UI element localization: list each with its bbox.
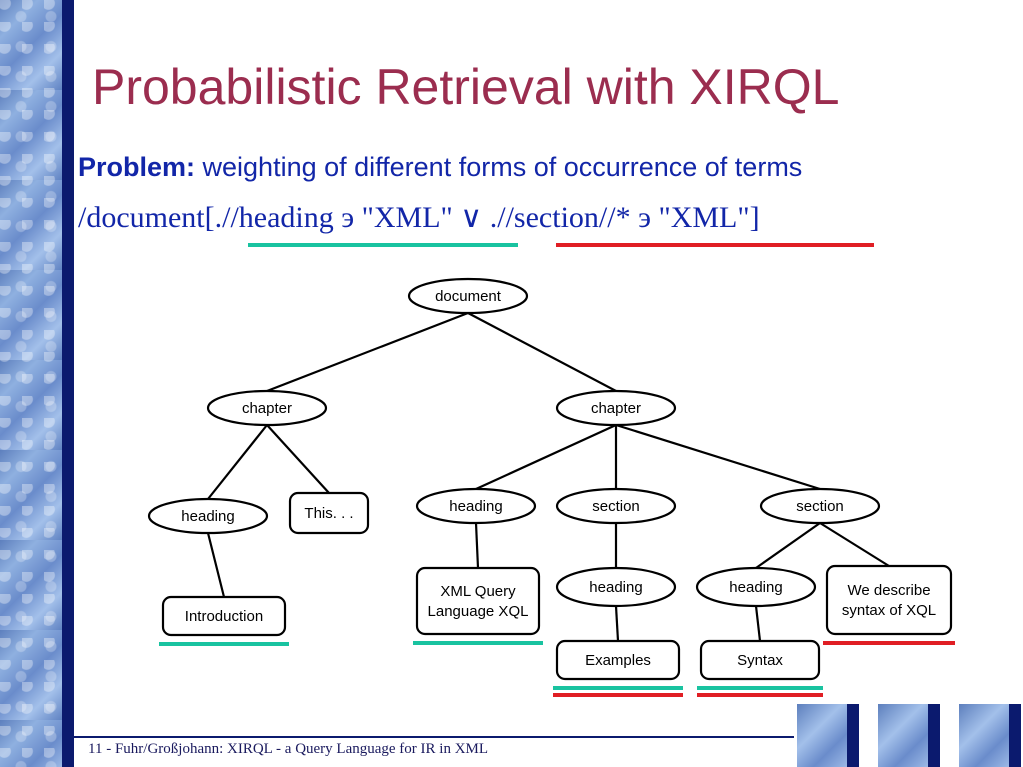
- node-section1: section: [555, 487, 677, 525]
- node-section1-label: section: [592, 498, 640, 515]
- node-heading3-shape: [555, 566, 677, 608]
- node-section2-shape: [759, 487, 881, 525]
- marker-red-syntax: [697, 693, 823, 697]
- node-heading4-label: heading: [729, 579, 782, 596]
- xirql-query: /document[.//heading э "XML" ∨ .//sectio…: [78, 201, 760, 234]
- node-wedesc-label: We describe: [847, 582, 930, 599]
- marker-teal-examples: [553, 686, 683, 690]
- edge-document-chapter2: [467, 312, 617, 392]
- edge-heading1-intro: [206, 532, 226, 598]
- query-underline-heading-teal: [248, 243, 518, 247]
- node-examples-label: Examples: [585, 652, 651, 669]
- left-navy-bar: [62, 0, 74, 767]
- node-intro: Introduction: [161, 595, 287, 637]
- node-examples: Examples: [555, 639, 681, 681]
- node-chapter1: chapter: [206, 389, 328, 427]
- node-this-label: This. . .: [304, 505, 353, 522]
- node-intro-shape: [161, 595, 287, 637]
- tree-markers: [159, 641, 955, 697]
- left-decorative-texture: [0, 0, 62, 767]
- node-chapter1-label: chapter: [242, 400, 292, 417]
- node-xmlq-label: XML Query: [440, 583, 516, 600]
- edge-chapter1-heading1: [207, 424, 268, 500]
- node-heading2-label: heading: [449, 498, 502, 515]
- problem-statement: Problem: weighting of different forms of…: [78, 152, 802, 183]
- node-section1-shape: [555, 487, 677, 525]
- node-wedesc-shape: [825, 564, 953, 636]
- node-syntax-label: Syntax: [737, 652, 783, 669]
- node-heading1-label: heading: [181, 508, 234, 525]
- node-heading3: heading: [555, 566, 677, 608]
- node-heading4: heading: [695, 566, 817, 608]
- node-heading2: heading: [415, 487, 537, 525]
- marker-teal-syntax: [697, 686, 823, 690]
- slide-footer: 11 - Fuhr/Großjohann: XIRQL - a Query La…: [88, 741, 489, 757]
- edge-chapter2-heading2: [475, 423, 617, 491]
- node-this: This. . .: [288, 491, 370, 535]
- node-heading4-shape: [695, 566, 817, 608]
- marker-teal-xmlq: [413, 641, 543, 645]
- node-xmlq-shape: [415, 566, 541, 636]
- slide-title: Probabilistic Retrieval with XIRQL: [92, 59, 840, 115]
- problem-label: Problem:: [78, 152, 196, 182]
- node-examples-shape: [555, 639, 681, 681]
- footer-decor-3: [959, 704, 1021, 767]
- marker-teal-intro: [159, 642, 289, 646]
- node-section2-label: section: [796, 498, 844, 515]
- node-wedesc: We describe syntax of XQL: [825, 564, 953, 636]
- node-section2: section: [759, 487, 881, 525]
- footer-decor-1: [797, 704, 859, 767]
- footer-decor-2: [878, 704, 940, 767]
- edge-section2-heading4: [755, 522, 821, 569]
- node-document-label: document: [435, 288, 502, 305]
- node-document: document: [407, 277, 529, 315]
- edge-document-chapter1: [266, 311, 469, 393]
- query-underline-section-red: [556, 243, 874, 247]
- node-syntax: Syntax: [699, 639, 821, 681]
- node-chapter1-shape: [206, 389, 328, 427]
- edge-heading4-syntax: [754, 605, 762, 642]
- node-wedesc-label: syntax of XQL: [842, 602, 936, 619]
- edge-chapter1-this: [266, 424, 330, 494]
- footer-rule: [74, 736, 794, 738]
- node-heading3-label: heading: [589, 579, 642, 596]
- node-document-shape: [407, 277, 529, 315]
- node-xmlq-label: Language XQL: [428, 603, 529, 620]
- node-chapter2-label: chapter: [591, 400, 641, 417]
- edge-heading3-examples: [614, 605, 620, 642]
- node-heading2-shape: [415, 487, 537, 525]
- node-chapter2-shape: [555, 389, 677, 427]
- edge-section2-wedesc: [819, 522, 890, 567]
- marker-red-wedesc: [823, 641, 955, 645]
- problem-text: weighting of different forms of occurren…: [195, 152, 803, 182]
- edge-heading2-xmlq: [474, 522, 480, 569]
- node-heading1-shape: [147, 497, 269, 535]
- tree-nodes: document chapter chapter heading This. . . In…: [147, 277, 953, 681]
- edge-chapter2-section2: [615, 423, 821, 491]
- node-this-shape: [288, 491, 370, 535]
- tree-edges: [206, 311, 890, 642]
- node-chapter2: chapter: [555, 389, 677, 427]
- node-heading1: heading: [147, 497, 269, 535]
- node-intro-label: Introduction: [185, 608, 263, 625]
- node-syntax-shape: [699, 639, 821, 681]
- marker-red-examples: [553, 693, 683, 697]
